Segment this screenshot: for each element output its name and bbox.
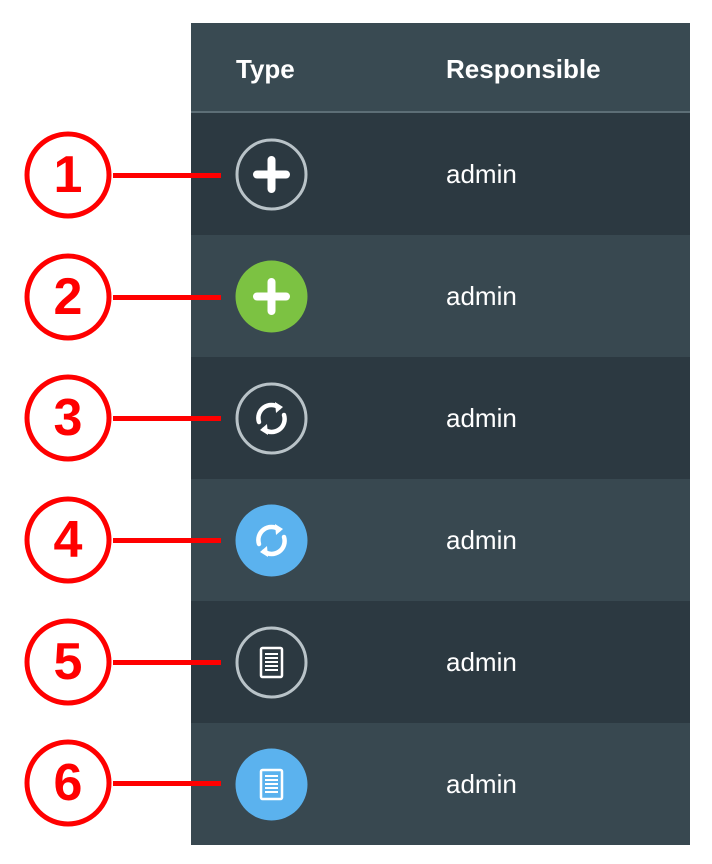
callout-number: 3 <box>53 389 83 447</box>
table-header: Type Responsible <box>191 23 690 113</box>
callout-badge: 6 <box>23 738 113 828</box>
responsible-cell: admin <box>446 525 517 555</box>
callout-badge: 2 <box>23 252 113 342</box>
callout-number: 2 <box>53 268 83 326</box>
column-header-type[interactable]: Type <box>236 54 295 84</box>
document-filled-blue-icon <box>235 748 308 821</box>
callout-leader-line <box>113 416 221 421</box>
responsible-cell: admin <box>446 281 517 311</box>
callout-badge: 1 <box>23 130 113 220</box>
table-row[interactable]: admin <box>191 235 690 357</box>
responsible-cell: admin <box>446 403 517 433</box>
document-outline-icon <box>235 626 308 699</box>
column-header-responsible[interactable]: Responsible <box>446 54 601 84</box>
callout-badge: 3 <box>23 373 113 463</box>
responsible-cell: admin <box>446 647 517 677</box>
refresh-filled-blue-icon <box>235 504 308 577</box>
responsible-cell: admin <box>446 159 517 189</box>
plus-outline-icon <box>235 138 308 211</box>
table-row[interactable]: admin <box>191 479 690 601</box>
callout-number: 5 <box>53 633 83 691</box>
callout-leader-line <box>113 295 221 300</box>
type-responsible-table: Type Responsible admin admin <box>191 23 690 845</box>
callout-badge: 5 <box>23 617 113 707</box>
plus-filled-green-icon <box>235 260 308 333</box>
callout-number: 1 <box>53 146 83 204</box>
refresh-outline-icon <box>235 382 308 455</box>
callout-number: 6 <box>53 754 83 812</box>
callout-leader-line <box>113 781 221 786</box>
table-row[interactable]: admin <box>191 113 690 235</box>
table-row[interactable]: admin <box>191 723 690 845</box>
callout-leader-line <box>113 173 221 178</box>
callout-leader-line <box>113 538 221 543</box>
callout-badge: 4 <box>23 495 113 585</box>
table-row[interactable]: admin <box>191 601 690 723</box>
callout-leader-line <box>113 660 221 665</box>
responsible-cell: admin <box>446 769 517 799</box>
callout-number: 4 <box>53 511 83 569</box>
table-row[interactable]: admin <box>191 357 690 479</box>
